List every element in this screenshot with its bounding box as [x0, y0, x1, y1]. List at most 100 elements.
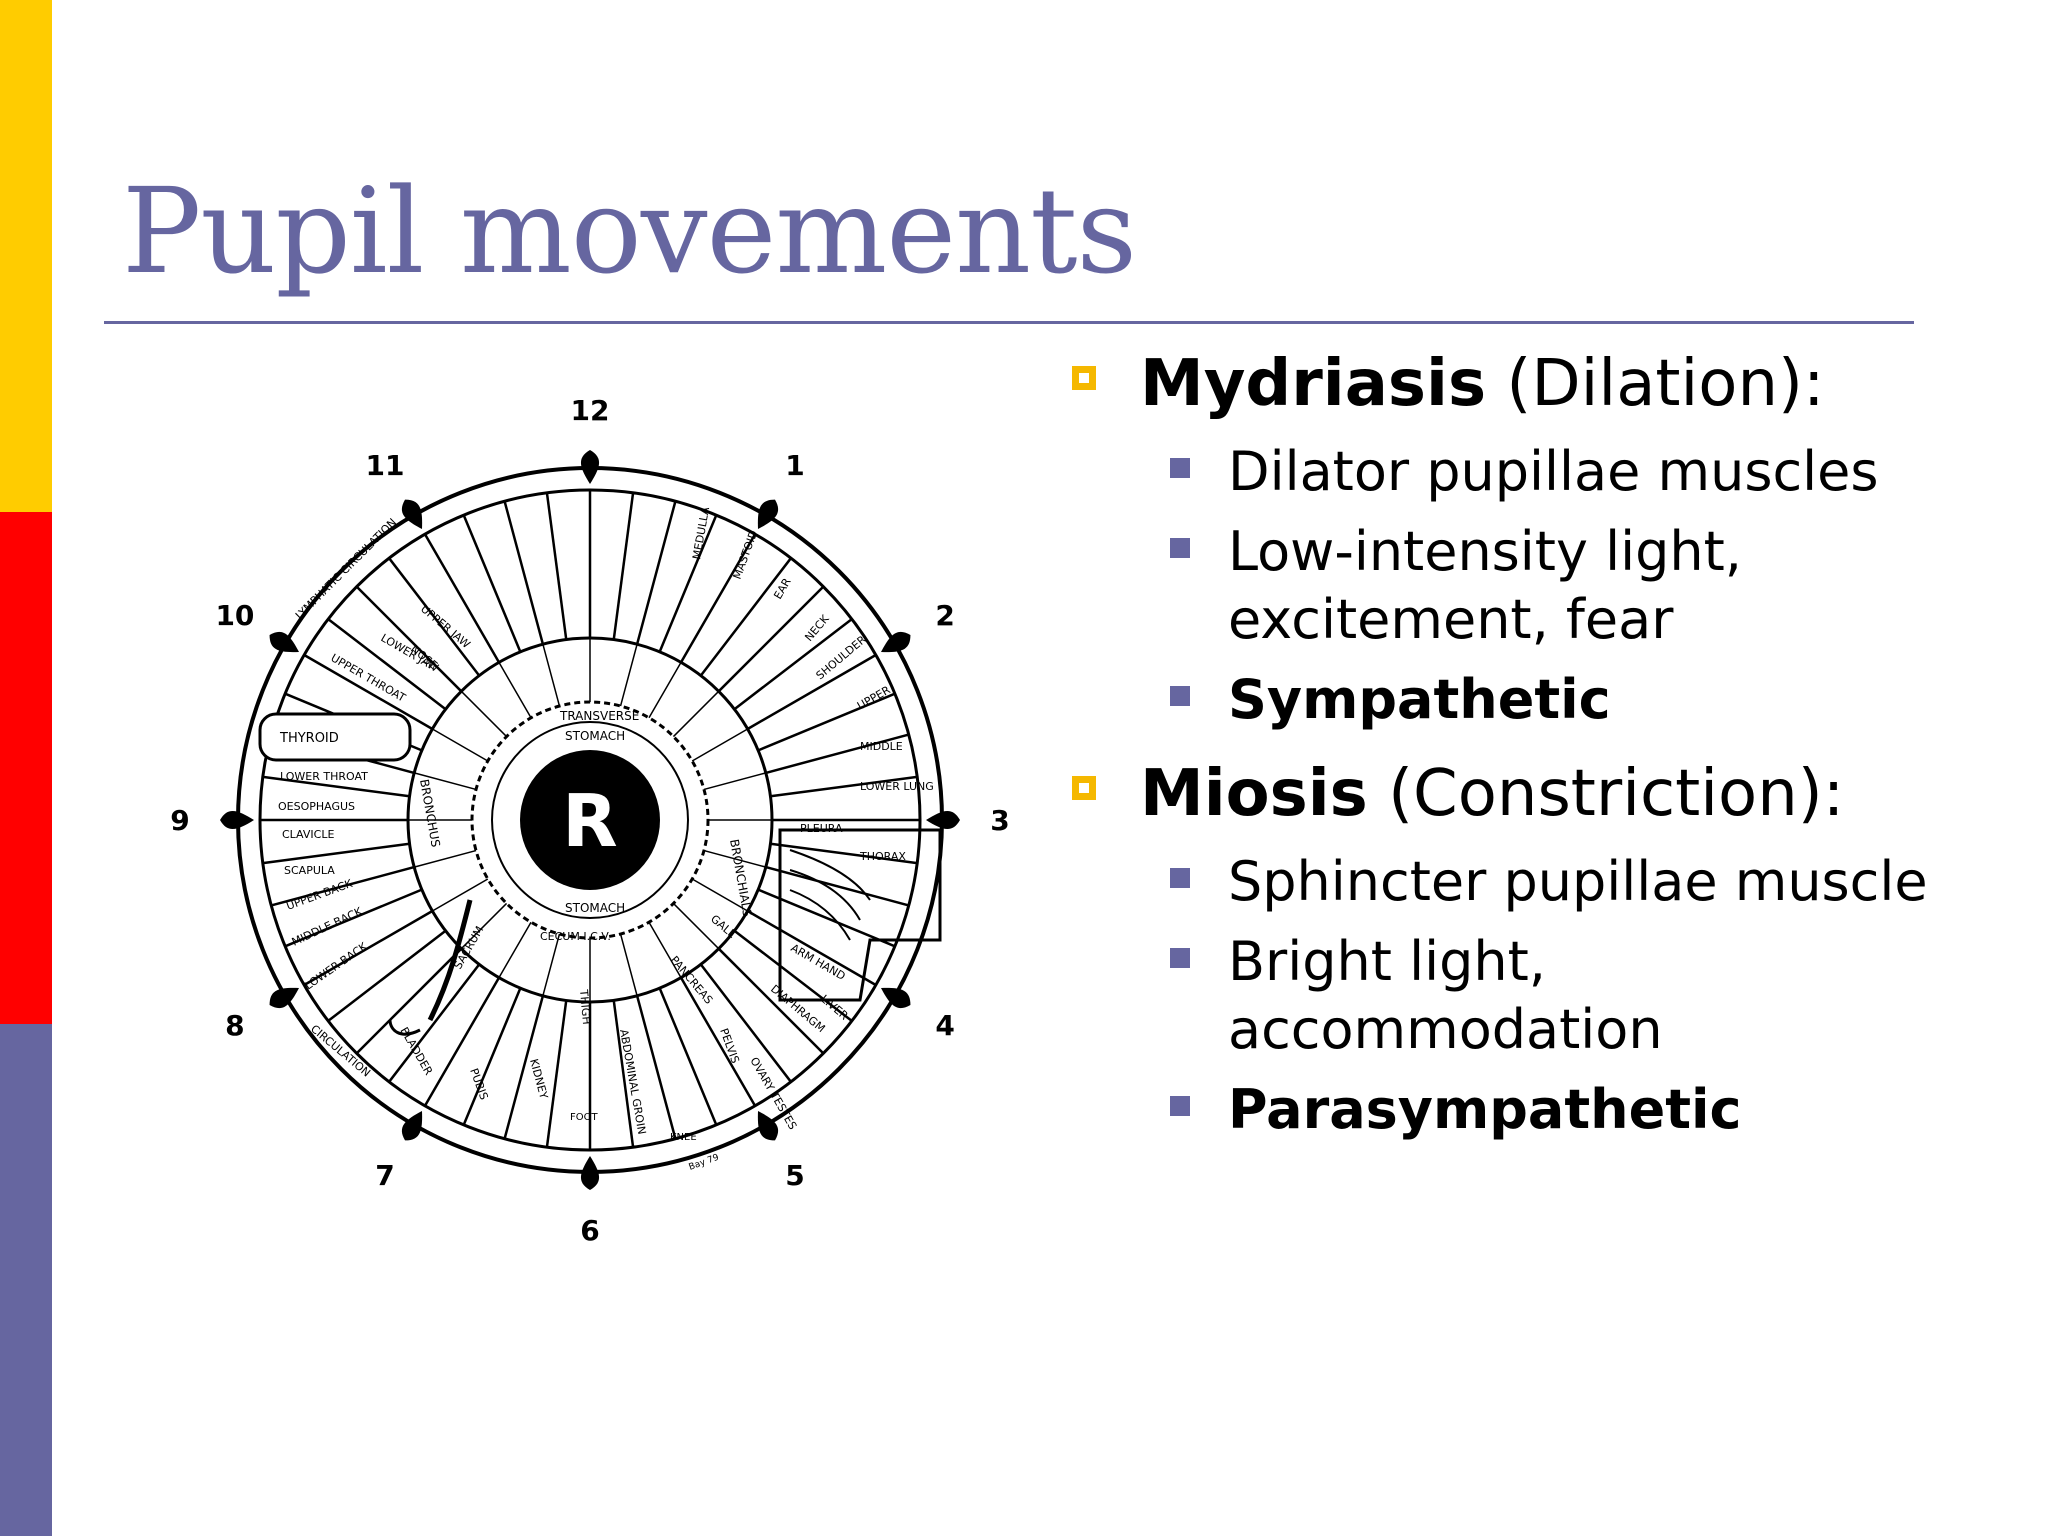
inner-radial-divider	[498, 662, 532, 719]
label-cecum: CECUM I.C.V.	[540, 930, 611, 943]
radial-divider	[699, 963, 792, 1083]
clock-number: 9	[170, 804, 189, 837]
radial-divider	[635, 500, 677, 645]
clock-number: 6	[580, 1214, 599, 1247]
sub-bullet-square-icon	[1170, 868, 1190, 888]
radial-divider	[733, 618, 853, 711]
inner-radial-divider	[619, 933, 638, 996]
radial-divider	[355, 947, 463, 1055]
clock-drop-icon	[580, 1156, 600, 1190]
inner-radial-divider	[498, 921, 532, 978]
clock-drop-icon	[880, 631, 911, 653]
inner-radial-divider	[703, 849, 766, 868]
inner-radial-divider	[672, 690, 720, 738]
radial-divider	[503, 995, 545, 1140]
sub-bullet-square-icon	[1170, 686, 1190, 706]
radial-divider	[388, 963, 481, 1083]
inner-radial-divider	[619, 644, 638, 707]
radial-divider	[717, 585, 825, 693]
clock-drop-icon	[269, 987, 300, 1009]
thyroid-box	[258, 712, 412, 762]
label-lower-throat: LOWER THROAT	[280, 770, 368, 783]
sub-bullet-square-icon	[1170, 458, 1190, 478]
label-pleura: PLEURA	[800, 822, 843, 835]
inner-radial-divider	[648, 921, 682, 978]
clock-number: 12	[571, 394, 610, 427]
radial-divider	[612, 1000, 635, 1148]
radial-divider	[355, 585, 463, 693]
inner-radial-divider	[432, 728, 489, 762]
clock-drop-icon	[401, 1110, 423, 1141]
thorax-box	[778, 828, 942, 1002]
label-thigh: THIGH	[577, 988, 593, 1025]
radial-divider	[612, 492, 635, 640]
sub-bullet-square-icon	[1170, 538, 1190, 558]
clock-drop-icon	[269, 631, 300, 653]
sub-bullet: Low-intensity light, excitement, fear	[1060, 518, 1960, 654]
accent-bar-blue	[0, 1024, 52, 1536]
clock-drop-icon	[580, 450, 600, 484]
label-scapula: SCAPULA	[284, 864, 335, 877]
center-letter: R	[562, 779, 617, 863]
clock-drop-icon	[926, 811, 960, 829]
clock-number: 10	[215, 599, 254, 632]
radial-divider	[770, 775, 918, 798]
spine	[427, 899, 473, 1022]
clock-number: 1	[785, 449, 804, 482]
radial-divider	[284, 888, 423, 948]
radial-divider	[733, 929, 853, 1022]
label-oesophagus: OESOPHAGUS	[278, 800, 355, 813]
detail-mydriasis: (Dilation):	[1486, 347, 1825, 421]
inner-radial-divider	[432, 878, 489, 912]
title-underline	[104, 321, 1914, 324]
radial-divider	[327, 618, 447, 711]
clock-number: 3	[990, 804, 1009, 837]
label-clavicle: CLAVICLE	[282, 828, 334, 841]
term-mydriasis: Mydriasis	[1140, 347, 1487, 421]
radial-divider	[635, 995, 677, 1140]
bullet-miosis: Miosis (Constriction):	[1060, 752, 1960, 836]
inner-radial-divider	[691, 728, 748, 762]
clock-number: 2	[935, 599, 954, 632]
radial-divider	[423, 976, 501, 1107]
sub-bullet: Sympathetic	[1060, 666, 1960, 734]
inner-radial-divider	[414, 849, 477, 868]
sub-bullet-square-icon	[1170, 1096, 1190, 1116]
inner-radial-divider	[460, 690, 508, 738]
radial-divider	[270, 865, 415, 907]
radial-divider	[699, 557, 792, 677]
label-stomach-top: STOMACH	[565, 729, 625, 743]
radial-divider	[658, 987, 718, 1126]
radial-divider	[679, 533, 757, 664]
label-thorax: THORAX	[859, 850, 906, 863]
spine-hook	[388, 1019, 421, 1036]
clock-drop-icon	[401, 499, 423, 530]
label-thyroid: THYROID	[279, 731, 339, 746]
label-knee: KNEE	[670, 1132, 697, 1143]
pupil	[520, 750, 660, 890]
inner-radial-divider	[672, 902, 720, 950]
inner-radial-divider	[414, 772, 477, 791]
radial-divider	[327, 929, 447, 1022]
inner-radial-divider	[542, 933, 561, 996]
inner-radial-divider	[648, 662, 682, 719]
clock-number: 4	[935, 1009, 954, 1042]
radial-divider	[423, 533, 501, 664]
stomach-ring	[491, 721, 689, 919]
radial-divider	[757, 692, 896, 752]
radial-divider	[303, 653, 434, 731]
label-middle: MIDDLE	[860, 740, 903, 753]
clock-drop-icon	[757, 499, 779, 530]
radial-divider	[303, 909, 434, 987]
sub-bullet: Bright light, accommodation	[1060, 928, 1960, 1064]
clock-drop-icon	[757, 1110, 779, 1141]
inner-radial-divider	[703, 772, 766, 791]
radial-divider	[388, 557, 481, 677]
bullet-list: Mydriasis (Dilation): Dilator pupillae m…	[1060, 342, 1960, 1144]
radial-divider	[545, 1000, 568, 1148]
bullet-mydriasis: Mydriasis (Dilation):	[1060, 342, 1960, 426]
clock-drop-icon	[220, 811, 254, 829]
label-foot: FOOT	[570, 1112, 598, 1123]
bullet-square-icon	[1072, 366, 1096, 390]
bullet-square-icon	[1072, 776, 1096, 800]
